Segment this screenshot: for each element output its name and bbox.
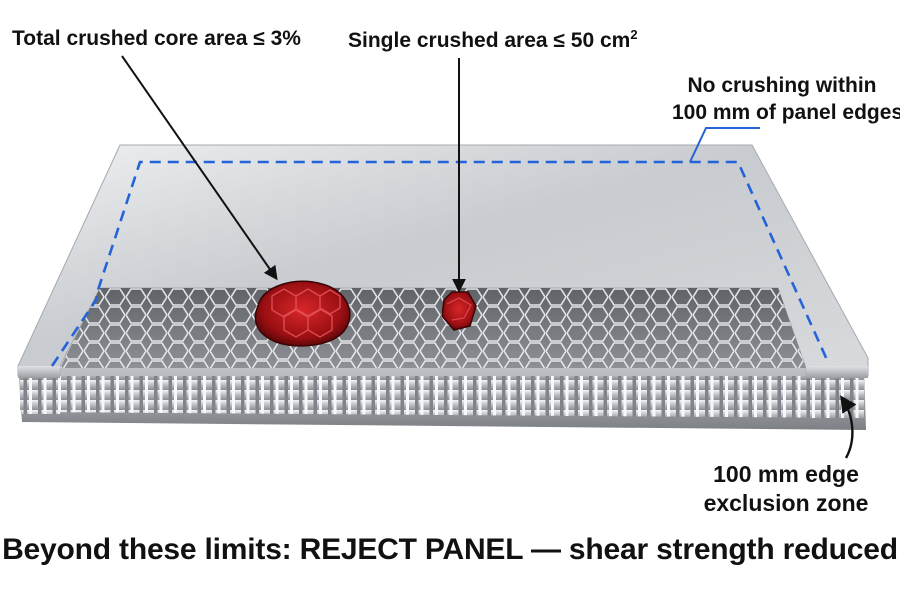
callout-exclusion-zone: 100 mm edge exclusion zone — [686, 460, 886, 518]
callout-total-crushed-area: Total crushed core area ≤ 3% — [12, 27, 301, 51]
crushed-area-large — [255, 281, 349, 346]
honeycomb-front — [20, 376, 862, 418]
left-side-cells — [22, 378, 60, 414]
callout-single-crushed-area: Single crushed area ≤ 50 cm2 — [348, 27, 638, 53]
right-skin-edge — [806, 366, 868, 378]
verdict-banner: Beyond these limits: REJECT PANEL — shea… — [0, 533, 900, 567]
callout-edge-rule-line2: 100 mm of panel edges — [672, 99, 892, 126]
left-skin-edge — [18, 366, 60, 378]
callout-edge-rule: No crushing within 100 mm of panel edges — [672, 72, 892, 126]
callout-edge-rule-line1: No crushing within — [672, 72, 892, 99]
callout-single-text: Single crushed area ≤ 50 cm — [348, 29, 630, 52]
callout-single-superscript: 2 — [630, 27, 637, 42]
callout-exclusion-line2: exclusion zone — [686, 489, 886, 518]
right-side-cells — [806, 378, 864, 418]
callout-exclusion-line1: 100 mm edge — [686, 460, 886, 489]
exposed-core-cells — [60, 288, 806, 368]
